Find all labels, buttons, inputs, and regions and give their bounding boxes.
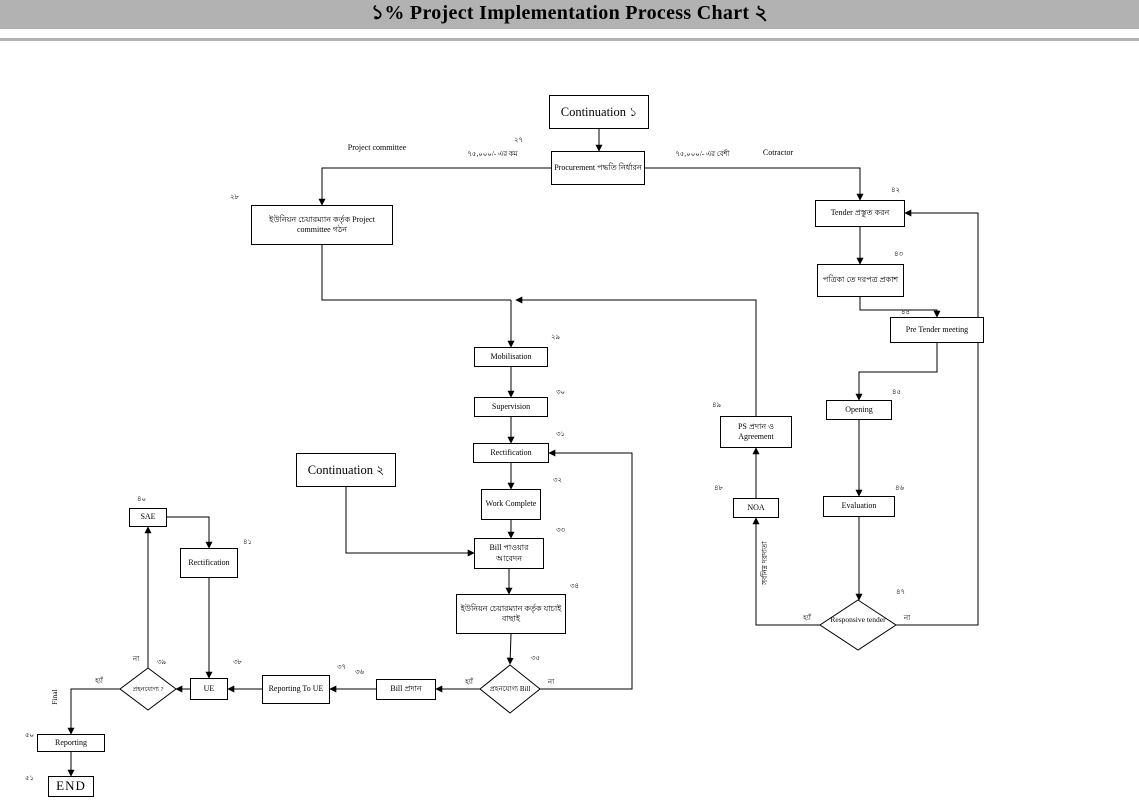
node-procurement-method: Procurement পদ্ধতি নির্ধারন <box>551 151 645 185</box>
edge-label-no-bill: না <box>547 678 555 686</box>
edge-label-no-acceptable: না <box>132 655 140 663</box>
edge-label-yes-responsive: হ্যাঁ <box>803 614 811 622</box>
step-number-39: ৩৯ <box>157 658 167 666</box>
node-acceptable-bill-label: প্রহনযোগ্য Bill <box>489 685 531 693</box>
step-number-51: ৫১ <box>25 774 35 782</box>
step-number-50: ৫০ <box>25 731 35 739</box>
node-newspaper-publish: পত্রিকা তে দরপত্র প্রকাশ <box>817 264 904 297</box>
step-number-33: ৩৩ <box>556 526 566 534</box>
node-acceptable-label: প্রহনযোগ্য ? <box>132 686 164 693</box>
step-number-40: ৪০ <box>137 495 147 503</box>
node-continuation-2: Continuation ২ <box>296 453 396 487</box>
step-number-47: ৪৭ <box>896 588 906 596</box>
edge-label-no-responsive: না <box>903 614 911 622</box>
step-number-43: ৪৩ <box>894 250 904 258</box>
node-reporting-to-ue: Reporting To UE <box>262 675 330 704</box>
step-number-36: ৩৬ <box>355 668 365 676</box>
node-chairman-verification: ইউনিয়ন চেয়ারম্যান কর্তৃক যাচাই বাছাই <box>456 594 566 634</box>
acceptable-bill-diamond <box>479 664 541 714</box>
node-opening: Opening <box>826 400 892 420</box>
node-rectification-left: Rectification <box>180 548 238 578</box>
edge-label-yes-bill: হ্যাঁ <box>465 678 473 686</box>
title-divider <box>0 38 1139 41</box>
step-number-32: ৩২ <box>553 476 563 484</box>
step-number-46: ৪৬ <box>895 484 905 492</box>
responsive-tender-diamond <box>819 599 897 651</box>
edge-label-final: Final <box>50 689 59 705</box>
node-ue: UE <box>190 678 228 700</box>
node-noa: NOA <box>733 498 779 518</box>
node-continuation-1: Continuation ১ <box>549 95 649 129</box>
acceptable-diamond <box>119 667 177 711</box>
edge-label-amount-more: ৭৫,০০০/- এর বেশী <box>675 150 730 158</box>
step-number-35: ৩৫ <box>531 654 541 662</box>
node-work-complete: Work Complete <box>481 489 541 520</box>
step-number-37: ৩৭ <box>337 663 347 671</box>
page-title: ১% Project Implementation Process Chart … <box>0 0 1139 29</box>
node-bill-application: Bill পাওয়ার আবেদন <box>474 538 544 569</box>
node-mobilisation: Mobilisation <box>474 347 548 367</box>
node-ps-agreement: PS প্রদান ও Agreement <box>720 416 792 448</box>
step-number-34: ৩৪ <box>570 582 580 590</box>
edge-label-yes-acceptable: হ্যাঁ <box>95 677 103 685</box>
step-number-27: ২৭ <box>514 136 524 144</box>
node-bill-payment: Bill প্রদান <box>376 679 436 700</box>
node-committee-formation: ইউনিয়ন চেয়ারম্যান কর্তৃক Project commi… <box>251 205 393 245</box>
step-number-38: ৩৮ <box>233 658 243 666</box>
edge-label-contractor: Cotractor <box>762 148 794 157</box>
node-rectification: Rectification <box>473 443 549 463</box>
step-number-28: ২৮ <box>230 193 240 201</box>
step-number-29: ২৯ <box>551 333 561 341</box>
step-number-42: ৪২ <box>891 186 901 194</box>
node-sae: SAE <box>129 508 167 527</box>
edge-label-project-committee: Project committee <box>347 143 407 152</box>
step-number-49: ৪৯ <box>712 401 722 409</box>
node-supervision: Supervision <box>474 397 548 417</box>
step-number-31: ৩১ <box>556 430 566 438</box>
step-number-44: ৪৪ <box>901 308 911 316</box>
node-pre-tender-meeting: Pre Tender meeting <box>890 317 984 343</box>
step-number-30: ৩০ <box>556 388 566 396</box>
step-number-48: ৪৮ <box>714 484 724 492</box>
step-number-45: ৪৫ <box>892 388 902 396</box>
node-tender-preparation: Tender প্রস্তুত করন <box>815 200 905 227</box>
node-responsive-tender-label: Responsive tender <box>830 615 886 624</box>
node-end: END <box>48 776 94 797</box>
node-evaluation: Evaluation <box>823 496 895 517</box>
edge-label-lowest-bidder: সর্বনিম্ন দরদাতা <box>760 541 769 585</box>
edge-label-amount-less: ৭৫,০০০/- এর কম <box>467 150 518 158</box>
node-final-reporting: Reporting <box>37 734 105 752</box>
step-number-41: ৪১ <box>243 538 253 546</box>
